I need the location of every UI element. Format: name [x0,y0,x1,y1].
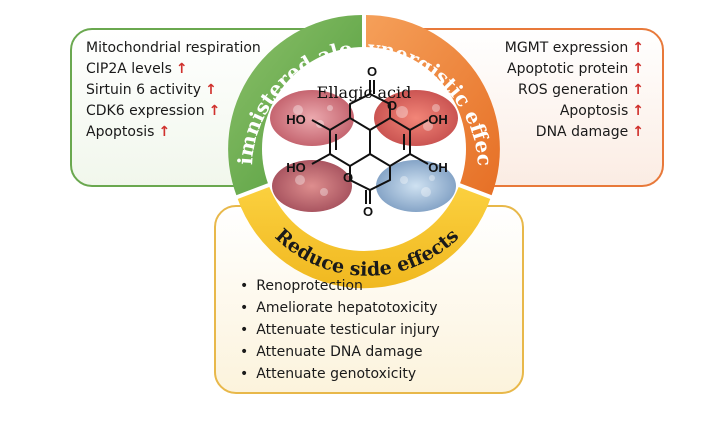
bullet-icon: • [240,366,249,382]
up-arrow-icon: ↑ [632,82,644,98]
list-item: •Attenuate testicular injury [240,322,440,338]
administered-alone-list: Mitochondrial respiration CIP2A levels↑ … [86,38,265,143]
list-item: Apoptosis↑ [559,103,644,119]
oxygen-label: O [367,64,377,79]
reduce-side-effects-list: •Renoprotection •Ameliorate hepatotoxici… [240,275,440,385]
oxygen-label: O [387,98,397,113]
hydroxyl-label: HO [286,160,306,175]
list-item: •Attenuate DNA damage [240,344,423,360]
list-item: MGMT expression↑ [504,40,644,56]
list-item: •Renoprotection [240,278,363,294]
ellagic-acid-title: Ellagic acid [317,83,412,102]
bullet-icon: • [240,344,249,360]
up-arrow-icon: ↑ [632,124,644,140]
blueberry-image [376,160,456,212]
list-item: DNA damage↑ [535,124,644,140]
hydroxyl-label: HO [286,112,306,127]
up-arrow-icon: ↑ [205,82,217,98]
list-item: Apoptosis↑ [86,124,171,140]
bullet-icon: • [240,322,249,338]
list-item: •Ameliorate hepatotoxicity [240,300,438,316]
list-item: ROS generation↑ [518,82,644,98]
raspberry-image [272,160,352,212]
cranberry-image [374,90,458,146]
bullet-icon: • [240,278,249,294]
up-arrow-icon: ↑ [175,61,188,77]
list-item: CIP2A levels↑ [86,61,188,77]
bullet-icon: • [240,300,249,316]
oxygen-label: O [343,170,353,185]
list-item: CDK6 expression↑ [86,103,221,119]
synergistic-effects-list: MGMT expression↑ Apoptotic protein↑ ROS … [505,38,644,143]
list-item: Mitochondrial respiration [86,40,261,56]
up-arrow-icon: ↑ [158,124,171,140]
oxygen-label: O [363,204,373,219]
list-item: Apoptotic protein↑ [507,61,644,77]
list-item: Sirtuin 6 activity↑ [86,82,217,98]
hydroxyl-label: OH [428,112,448,127]
up-arrow-icon: ↑ [208,103,221,119]
up-arrow-icon: ↑ [632,61,644,77]
up-arrow-icon: ↑ [632,103,644,119]
pomegranate-image [270,90,354,146]
ellagic-acid-structure [311,80,429,204]
hydroxyl-label: OH [428,160,448,175]
up-arrow-icon: ↑ [632,40,644,56]
list-item: •Attenuate genotoxicity [240,366,417,382]
